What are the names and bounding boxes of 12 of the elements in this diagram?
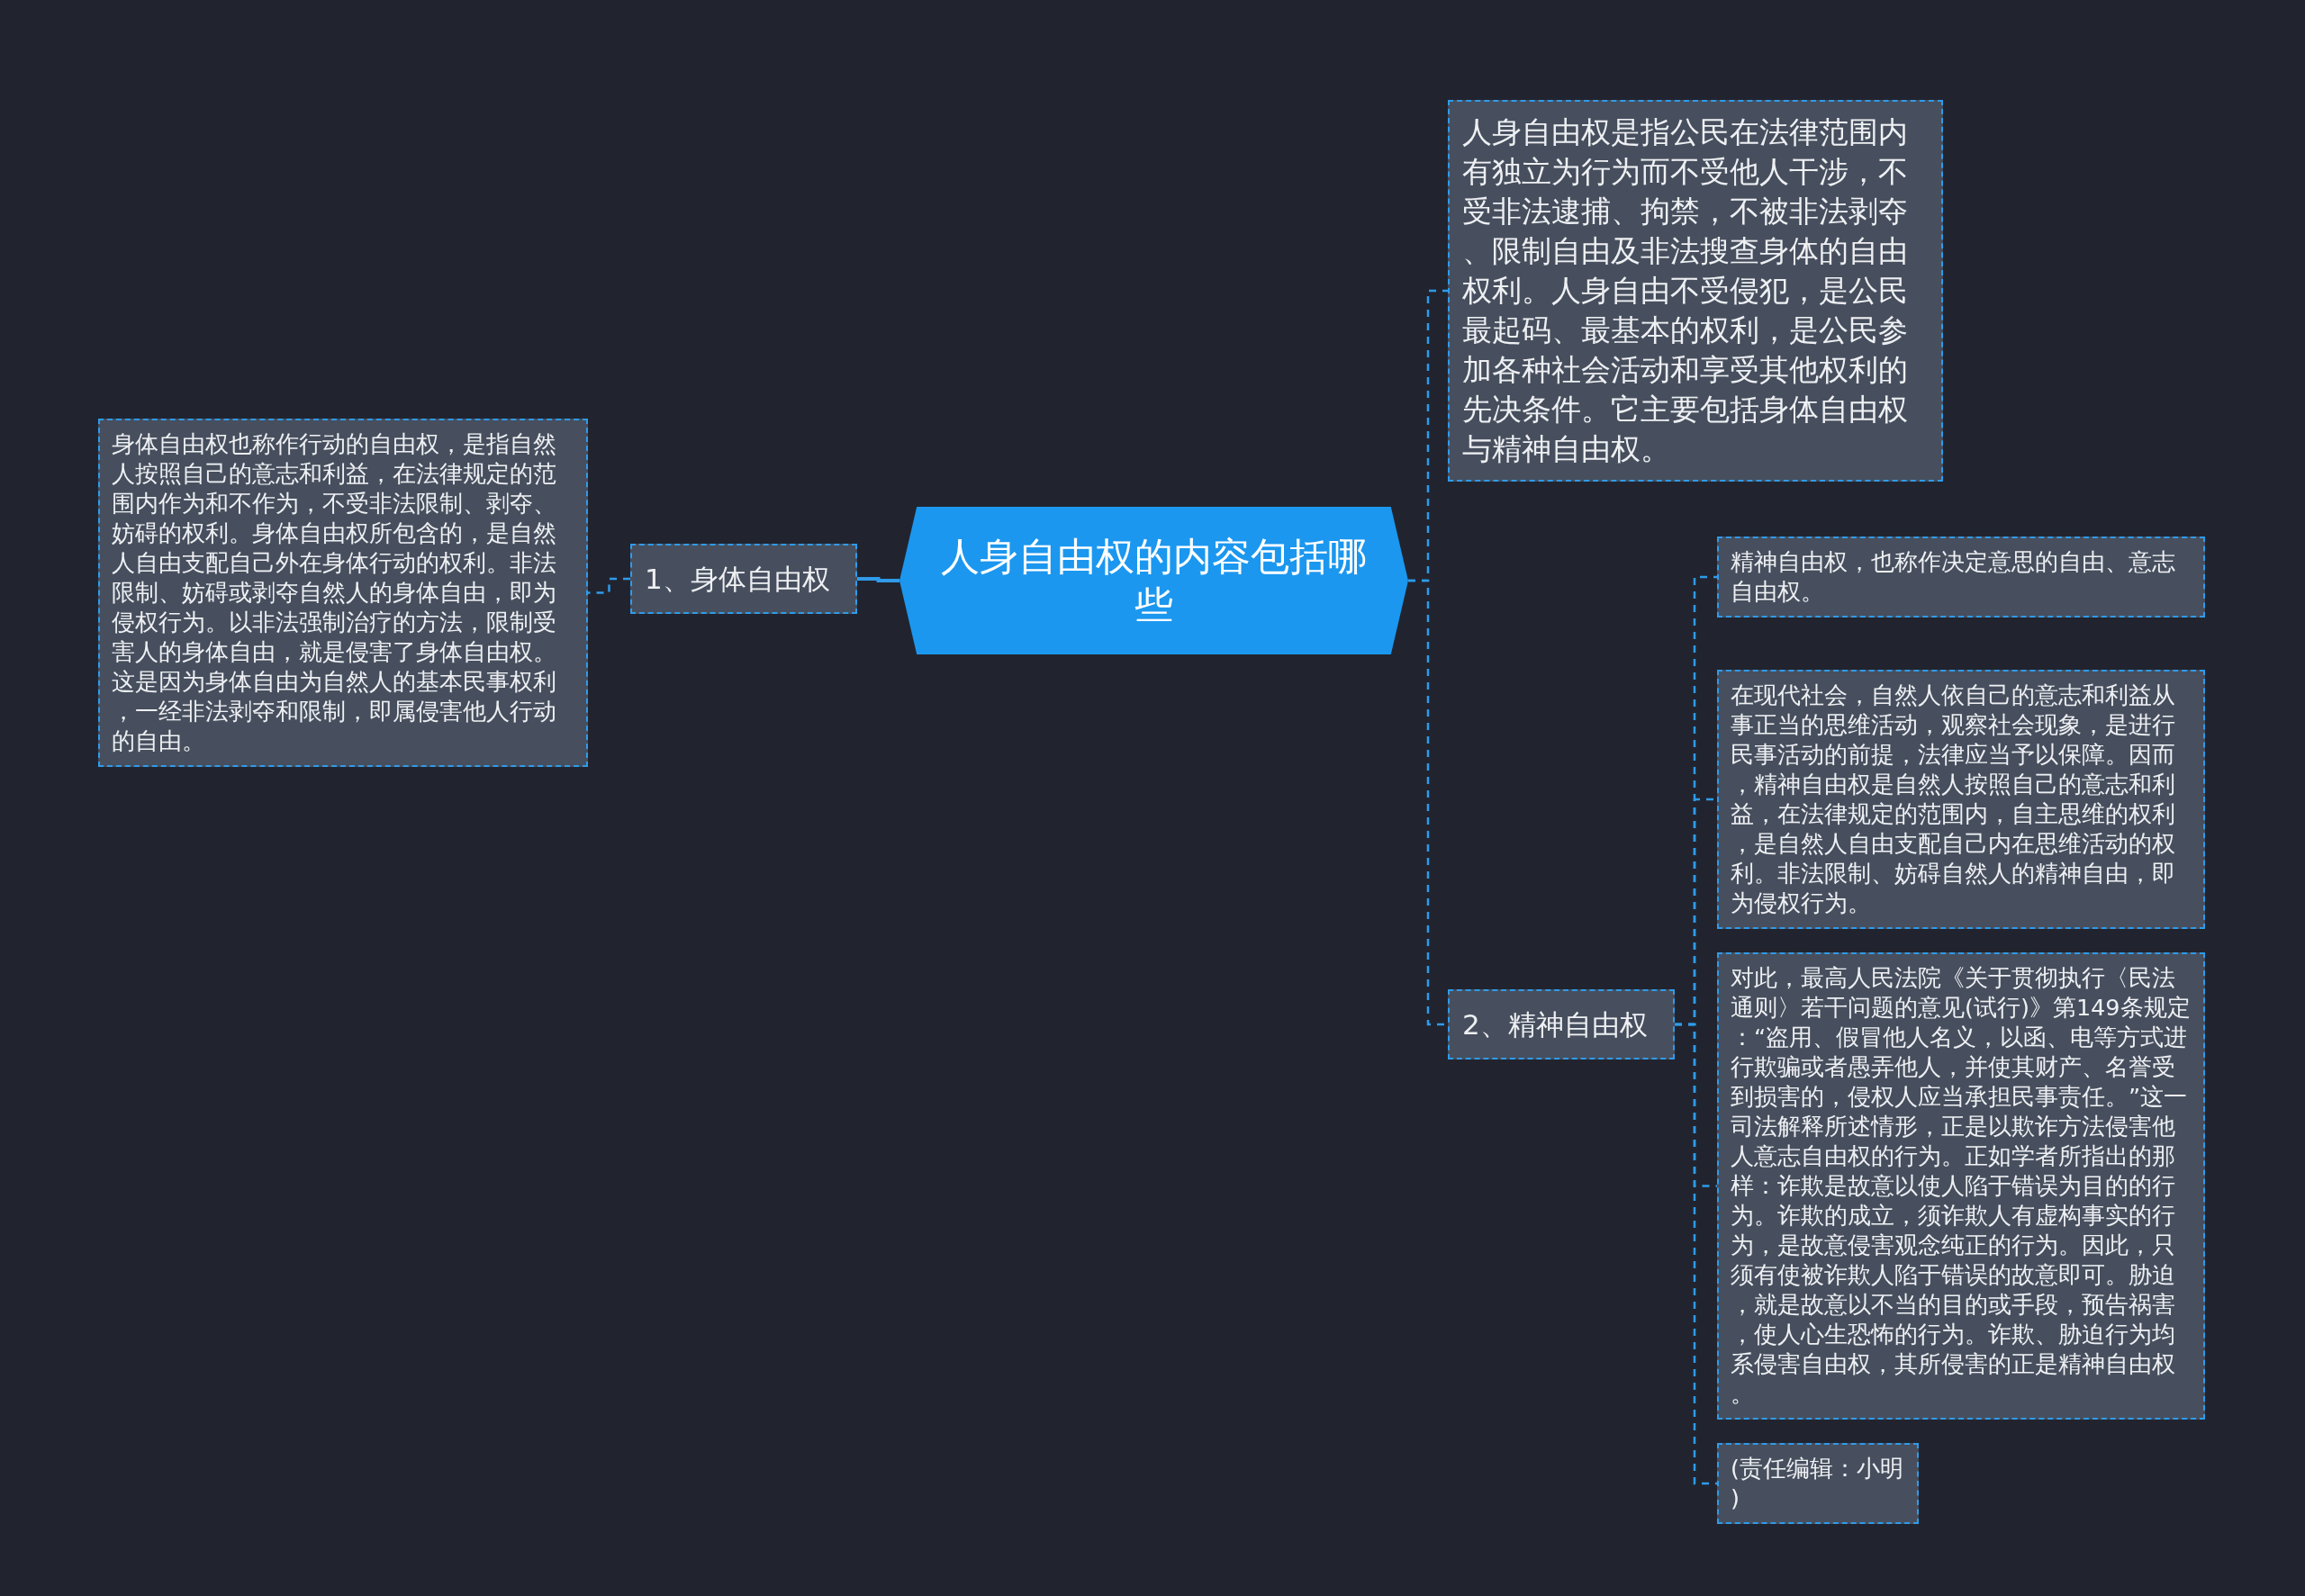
topic-hexagon: 人身自由权的内容包括哪些 [899,507,1408,654]
text-box: 在现代社会，自然人依自己的意志和利益从事正当的思维活动，观察社会现象，是进行民事活动的前提，法律应当予以保障。因而，精神自由权是自然人按照自己的意志和利益，在法律规定的范围内，自主思维的权利，是自然人自由支配自己内在思维活动的权利。非法限制、妨碍自然人的精神自由，即为侵权行为。 [1717,670,2205,929]
branch-box: 1、身体自由权 [630,544,857,614]
connector-line [588,577,630,594]
text-box: (责任编辑：小明) [1717,1443,1919,1524]
connector-line [857,577,899,582]
text-box: 精神自由权，也称作决定意思的自由、意志自由权。 [1717,537,2205,618]
text-box: 对此，最高人民法院《关于贯彻执行〈民法通则〉若干问题的意见(试行)》第149条规定：“盗用、假冒他人名义，以函、电等方式进行欺骗或者愚弄他人，并使其财产、名誉受到损害的，侵权人应当承担民事责任。”这一司法解释所述情形，正是以欺诈方法侵害他人意志自由权的行为。正如学者所指出的那样：诈欺是故意以使人陷于错误为目的的行为。诈欺的成立，须诈欺人有虚构事实的行为，是故意侵害观念纯正的行为。因此，只须有使被诈欺人陷于错误的故意即可。胁迫，就是故意以不当的目的或手段，预告祸害，使人心生恐怖的行为。诈欺、胁迫行为均系侵害自由权，其所侵害的正是精神自由权。 [1717,952,2205,1420]
connector-line [1675,1023,1717,1485]
text-box: 人身自由权是指公民在法律范围内有独立为行为而不受他人干涉，不受非法逮捕、拘禁，不被非法剥夺、限制自由及非法搜查身体的自由权利。人身自由不受侵犯，是公民最起码、最基本的权利，是公民参加各种社会活动和享受其他权利的先决条件。它主要包括身体自由权与精神自由权。 [1448,100,1943,482]
text-box: 身体自由权也称作行动的自由权，是指自然人按照自己的意志和利益，在法律规定的范围内作为和不作为，不受非法限制、剥夺、妨碍的权利。身体自由权所包含的，是自然人自由支配自己外在身体行动的权利。非法限制、妨碍或剥夺自然人的身体自由，即为侵权行为。以非法强制治疗的方法，限制受害人的身体自由，就是侵害了身体自由权。这是因为身体自由为自然人的基本民事权利，一经非法剥夺和限制，即属侵害他人行动的自由。 [98,419,588,767]
branch-box: 2、精神自由权 [1448,989,1675,1059]
